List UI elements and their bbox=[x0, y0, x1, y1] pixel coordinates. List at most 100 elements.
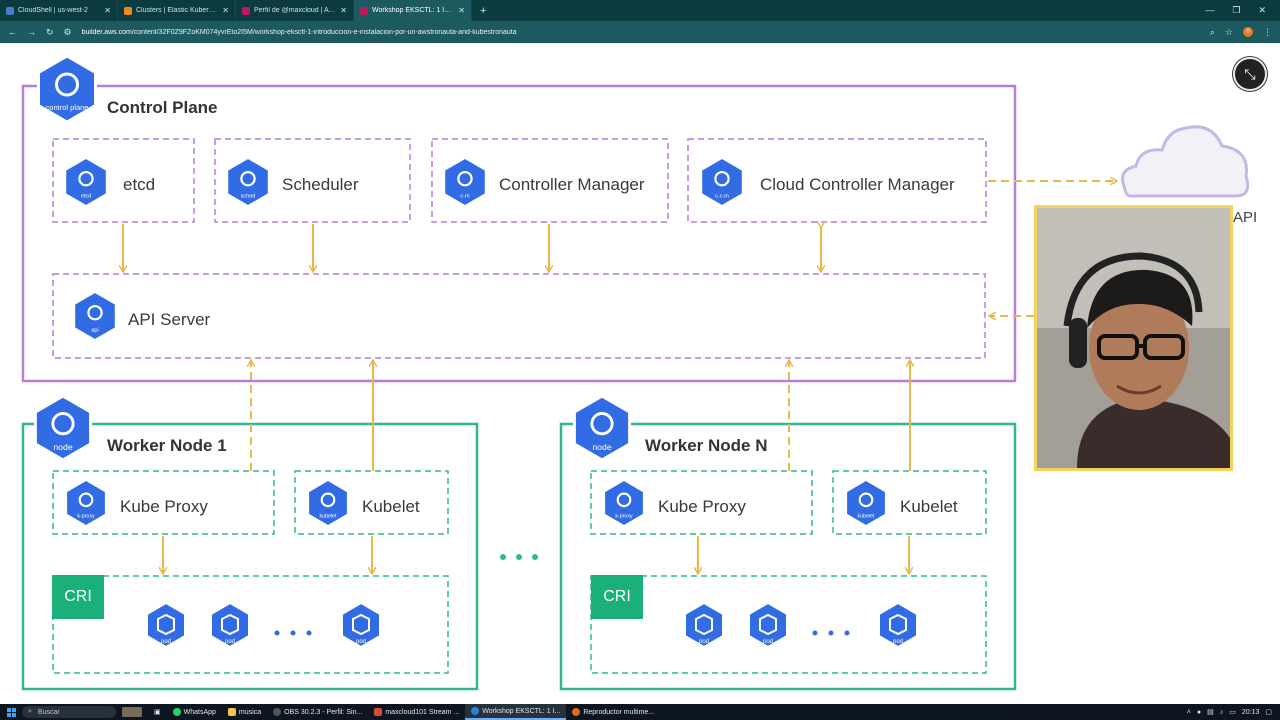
bookmark-star-icon[interactable]: ☆ bbox=[1224, 26, 1233, 37]
taskbar-item-label: Reproductor multime... bbox=[583, 708, 655, 716]
taskbar-item-musica[interactable]: musica bbox=[222, 704, 267, 720]
close-icon[interactable]: ✕ bbox=[340, 6, 347, 15]
pod-icon: pod bbox=[146, 602, 186, 648]
kubernetes-architecture-diagram: control plane node node etcd sched c-m c… bbox=[21, 54, 1250, 691]
kubelet-1-icon: kubelet bbox=[306, 478, 350, 528]
close-icon[interactable]: ✕ bbox=[104, 6, 111, 15]
url-field[interactable]: builder.aws.com/content/32F0Z9FZoKM074yv… bbox=[82, 29, 1200, 36]
network-icon[interactable]: ▤ bbox=[1207, 709, 1214, 716]
svg-text:kubelet: kubelet bbox=[858, 514, 875, 520]
start-button[interactable] bbox=[0, 707, 22, 717]
tab-label: Workshop EKSCTL: 1 Introducci bbox=[372, 7, 454, 14]
taskbar-item-whatsapp[interactable]: WhatsApp bbox=[167, 704, 222, 720]
task-view-button[interactable]: ▣ bbox=[148, 704, 167, 720]
zoom-icon[interactable]: ⌕ bbox=[1209, 26, 1215, 37]
svg-text:pod: pod bbox=[356, 639, 366, 645]
cri-badge-1: CRI bbox=[52, 575, 104, 619]
pod-icon: pod bbox=[878, 602, 918, 648]
cloud-controller-manager-box bbox=[687, 138, 987, 223]
close-icon[interactable]: ✕ bbox=[222, 6, 229, 15]
folder-icon bbox=[227, 708, 236, 716]
landscape-widget-icon bbox=[122, 707, 142, 717]
svg-text:c-m: c-m bbox=[460, 193, 470, 199]
svg-text:node: node bbox=[53, 442, 72, 452]
cloud-api-label: API bbox=[1233, 209, 1258, 226]
clock[interactable]: 20:13 bbox=[1241, 708, 1260, 716]
svg-text:pod: pod bbox=[893, 639, 903, 645]
builder-tab-icon bbox=[360, 6, 368, 15]
close-window-icon[interactable]: ✕ bbox=[1258, 5, 1266, 15]
pods-ellipsis-1 bbox=[274, 630, 312, 636]
builder-tab-icon bbox=[242, 6, 250, 15]
worker-node-n-title: Worker Node N bbox=[645, 436, 768, 455]
obs-icon bbox=[273, 708, 282, 716]
microphone-icon[interactable]: ● bbox=[1196, 708, 1202, 716]
site-info-icon[interactable]: ⚙ bbox=[63, 26, 72, 37]
kubelet-n-label: Kubelet bbox=[900, 497, 958, 516]
cloud-icon bbox=[1121, 125, 1250, 198]
controller-manager-icon: c-m bbox=[443, 156, 487, 208]
tab-builder-profile[interactable]: Perfil de @maxcloud | AWS Buil ✕ bbox=[236, 0, 354, 21]
svg-text:etcd: etcd bbox=[81, 193, 91, 199]
chevron-up-icon[interactable]: ˄ bbox=[1186, 708, 1191, 716]
back-icon[interactable]: ← bbox=[8, 27, 17, 37]
aws-tab-icon bbox=[124, 6, 132, 15]
kubelet-1-box bbox=[294, 470, 449, 535]
search-placeholder: Buscar bbox=[37, 708, 60, 716]
taskbar-item-label: Workshop EKSCTL: 1 I... bbox=[482, 707, 561, 715]
scheduler-box bbox=[214, 138, 411, 223]
cloud-controller-manager-icon: c-c-m bbox=[699, 156, 745, 208]
cloud-controller-manager-label: Cloud Controller Manager bbox=[760, 175, 955, 194]
kube-proxy-n-label: Kube Proxy bbox=[658, 497, 746, 516]
pod-icon: pod bbox=[341, 602, 381, 648]
close-icon[interactable]: ✕ bbox=[458, 6, 465, 15]
scheduler-icon: sched bbox=[226, 156, 270, 208]
api-server-icon: api bbox=[72, 290, 118, 342]
system-tray: ˄ ● ▤ ♪ ▭ 20:13 ▢ bbox=[1186, 708, 1280, 717]
url-host: builder.aws.com bbox=[81, 28, 132, 36]
stream-icon bbox=[374, 708, 383, 716]
taskbar-item-label: OBS 30.2.3 - Perfil: Sin... bbox=[284, 708, 363, 716]
tab-eks-clusters[interactable]: Clusters | Elastic Kubernetes Se ✕ bbox=[118, 0, 236, 21]
kube-proxy-1-icon: k-proxy bbox=[65, 478, 107, 528]
kubelet-n-box bbox=[832, 470, 987, 535]
volume-icon[interactable]: ♪ bbox=[1219, 708, 1224, 716]
restore-icon[interactable]: ❐ bbox=[1232, 5, 1241, 15]
nodes-ellipsis bbox=[500, 554, 538, 560]
taskbar-search[interactable]: ⌕ Buscar bbox=[22, 706, 116, 718]
cri-badge-n: CRI bbox=[591, 575, 643, 619]
api-server-label: API Server bbox=[128, 310, 211, 329]
battery-icon[interactable]: ▭ bbox=[1229, 709, 1236, 716]
media-player-icon bbox=[572, 708, 581, 716]
window-controls: — ❐ ✕ bbox=[1205, 5, 1280, 16]
tab-label: CloudShell | us-west-2 bbox=[18, 7, 88, 14]
worker-node-1-title: Worker Node 1 bbox=[107, 436, 227, 455]
notifications-icon[interactable]: ▢ bbox=[1265, 709, 1272, 716]
tab-workshop-eksctl[interactable]: Workshop EKSCTL: 1 Introducci ✕ bbox=[354, 0, 472, 21]
taskbar-item-media-player[interactable]: Reproductor multime... bbox=[566, 704, 660, 720]
taskbar-item-obs[interactable]: OBS 30.2.3 - Perfil: Sin... bbox=[267, 704, 368, 720]
taskbar-widget[interactable] bbox=[116, 704, 148, 720]
minimize-icon[interactable]: — bbox=[1205, 5, 1215, 15]
profile-avatar[interactable]: 0 bbox=[1243, 27, 1253, 37]
kubelet-n-icon: kubelet bbox=[844, 478, 888, 528]
runtime-n-box bbox=[590, 575, 987, 674]
windows-taskbar: ⌕ Buscar ▣ WhatsApp musica OBS 30.2.3 - … bbox=[0, 704, 1280, 720]
page-content: control plane node node etcd sched c-m c… bbox=[0, 43, 1280, 704]
address-bar: ← → ↻ ⚙ builder.aws.com/content/32F0Z9FZ… bbox=[0, 21, 1280, 43]
windows-logo-icon bbox=[6, 707, 16, 717]
svg-text:pod: pod bbox=[161, 639, 171, 645]
tab-cloudshell[interactable]: CloudShell | us-west-2 ✕ bbox=[0, 0, 118, 21]
controller-manager-label: Controller Manager bbox=[499, 175, 645, 194]
url-path: /content/32F0Z9FZoKM074yvrEto2I5M/worksh… bbox=[131, 28, 517, 36]
new-tab-button[interactable]: + bbox=[480, 4, 487, 17]
browser-tab-bar: CloudShell | us-west-2 ✕ Clusters | Elas… bbox=[0, 0, 1280, 21]
taskbar-item-workshop[interactable]: Workshop EKSCTL: 1 I... bbox=[465, 704, 567, 720]
pods-ellipsis-n bbox=[812, 630, 850, 636]
reload-icon[interactable]: ↻ bbox=[46, 26, 54, 37]
menu-icon[interactable]: ⋮ bbox=[1263, 26, 1272, 37]
svg-text:pod: pod bbox=[225, 639, 235, 645]
fullscreen-exit-button[interactable]: ⤡ bbox=[1233, 57, 1267, 91]
taskbar-item-stream[interactable]: maxcloud101 Stream ... bbox=[368, 704, 465, 720]
forward-icon[interactable]: → bbox=[27, 27, 36, 37]
